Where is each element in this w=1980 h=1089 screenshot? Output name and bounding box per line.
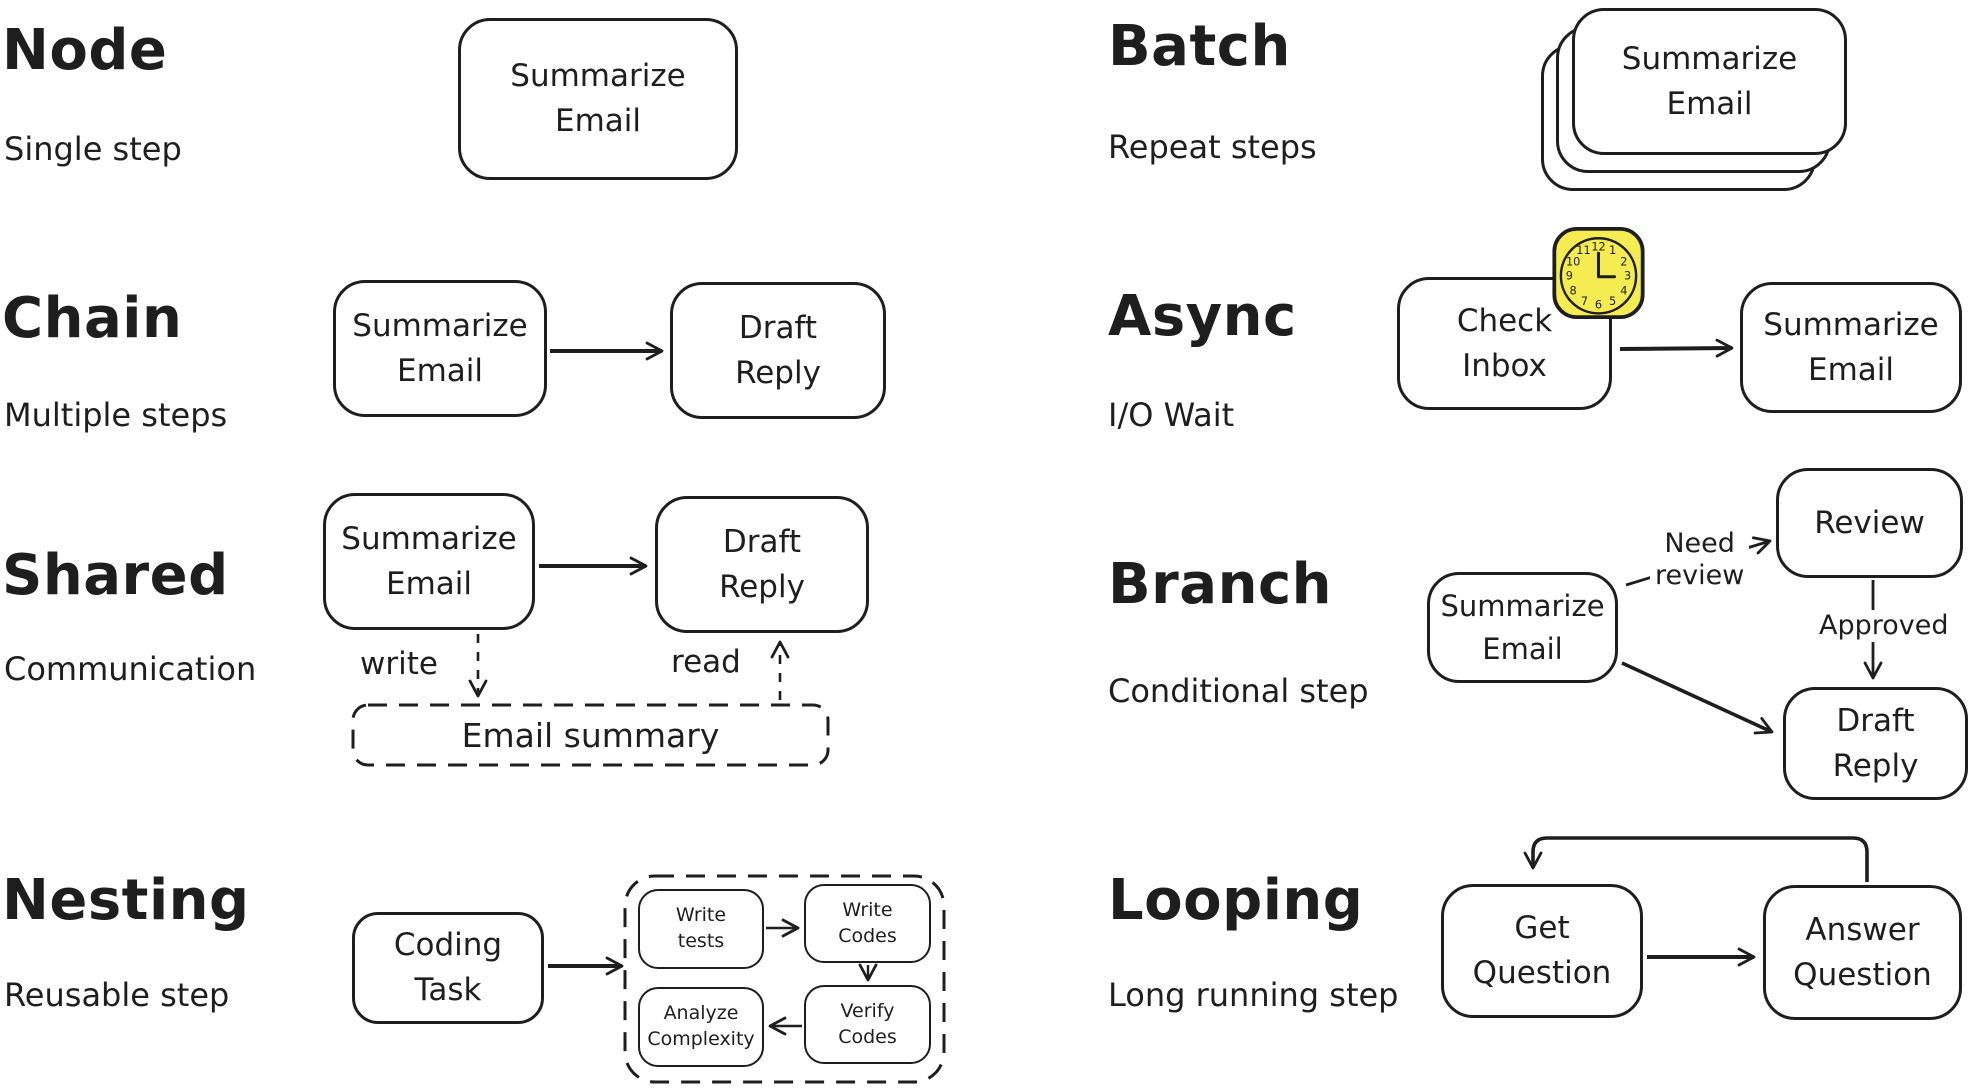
node-box-summarize-email: Summarize Email (458, 18, 738, 180)
chain-box-label: Summarize Email (352, 307, 528, 389)
nesting-box-label: Coding Task (393, 927, 503, 1008)
shared-box-draft-reply: Draft Reply (655, 496, 869, 633)
section-subtitle-branch: Conditional step (1108, 672, 1369, 710)
branch-box-review: Review (1776, 468, 1963, 578)
looping-box-label: Get Question (1472, 910, 1612, 991)
section-subtitle-node: Single step (4, 130, 182, 168)
edge-label-read: read (666, 644, 746, 681)
looping-box-answer-question: Answer Question (1763, 885, 1962, 1020)
section-subtitle-nesting: Reusable step (4, 976, 230, 1014)
shared-store-label: Email summary (461, 715, 720, 755)
chain-box-draft-reply: Draft Reply (670, 282, 886, 419)
branch-box-label: Review (1814, 504, 1925, 541)
nesting-box-label: Verify Codes (838, 999, 897, 1048)
edge-label-write: write (355, 646, 443, 683)
svg-text:12: 12 (1591, 240, 1605, 253)
shared-box-summarize-email: Summarize Email (323, 493, 535, 630)
batch-box-label: Summarize Email (1621, 40, 1798, 122)
section-title-chain: Chain (2, 286, 183, 351)
svg-text:6: 6 (1595, 299, 1602, 312)
section-subtitle-async: I/O Wait (1108, 396, 1235, 434)
chain-box-summarize-email: Summarize Email (333, 280, 547, 417)
branch-box-draft-reply: Draft Reply (1783, 687, 1968, 800)
looping-box-get-question: Get Question (1441, 884, 1643, 1018)
async-box-label: Check Inbox (1456, 302, 1553, 384)
section-subtitle-looping: Long running step (1108, 976, 1399, 1014)
branch-box-summarize-email: Summarize Email (1427, 572, 1618, 683)
nesting-box-write-codes: Write Codes (804, 884, 931, 963)
async-box-label: Summarize Email (1763, 306, 1939, 388)
svg-text:1: 1 (1609, 244, 1616, 257)
nesting-box-label: Analyze Complexity (647, 1002, 755, 1050)
section-title-nesting: Nesting (2, 868, 250, 933)
chain-box-label: Draft Reply (735, 309, 821, 391)
branch-box-label: Summarize Email (1440, 589, 1605, 666)
nesting-box-coding-task: Coding Task (352, 912, 544, 1024)
section-title-batch: Batch (1108, 14, 1291, 79)
svg-text:5: 5 (1609, 295, 1616, 308)
clock-numerals: 12 1 2 3 4 5 6 7 8 9 10 11 (1566, 240, 1631, 311)
shared-box-label: Summarize Email (341, 520, 517, 602)
async-box-summarize-email: Summarize Email (1740, 282, 1962, 413)
svg-text:7: 7 (1581, 295, 1588, 308)
section-title-shared: Shared (2, 543, 229, 608)
shared-box-label: Draft Reply (719, 523, 805, 605)
edge-label-approved: Approved (1814, 610, 1949, 642)
branch-direct-arrow (1621, 661, 1774, 735)
nesting-box-verify-codes: Verify Codes (804, 985, 931, 1064)
nesting-box-analyze-complexity: Analyze Complexity (638, 987, 764, 1067)
looping-box-label: Answer Question (1793, 911, 1932, 993)
svg-text:8: 8 (1570, 285, 1577, 298)
node-box-label: Summarize Email (510, 58, 686, 139)
clock-hands (1596, 251, 1616, 279)
section-title-branch: Branch (1108, 552, 1333, 617)
section-subtitle-shared: Communication (4, 650, 257, 688)
section-title-async: Async (1108, 284, 1297, 349)
async-arrow (1619, 338, 1734, 358)
svg-text:3: 3 (1624, 270, 1631, 283)
edge-label-need-review: Need review (1650, 528, 1750, 592)
svg-text:10: 10 (1566, 255, 1580, 268)
looping-back-arrow (1523, 836, 1869, 882)
svg-text:4: 4 (1620, 285, 1627, 298)
clock-icon: 12 1 2 3 4 5 6 7 8 9 10 11 (1552, 226, 1645, 320)
section-title-node: Node (2, 18, 168, 83)
section-subtitle-batch: Repeat steps (1108, 128, 1317, 166)
svg-text:2: 2 (1620, 255, 1627, 268)
branch-box-label: Draft Reply (1832, 702, 1919, 784)
clock-face (1559, 236, 1638, 315)
nesting-box-label: Write Codes (838, 898, 897, 947)
nesting-box-label: Write tests (675, 904, 727, 952)
section-title-looping: Looping (1108, 868, 1364, 933)
svg-text:11: 11 (1576, 244, 1590, 257)
nesting-box-write-tests: Write tests (638, 889, 764, 969)
section-subtitle-chain: Multiple steps (4, 396, 228, 434)
batch-box-summarize-email: Summarize Email (1572, 8, 1847, 155)
svg-text:9: 9 (1566, 270, 1573, 283)
